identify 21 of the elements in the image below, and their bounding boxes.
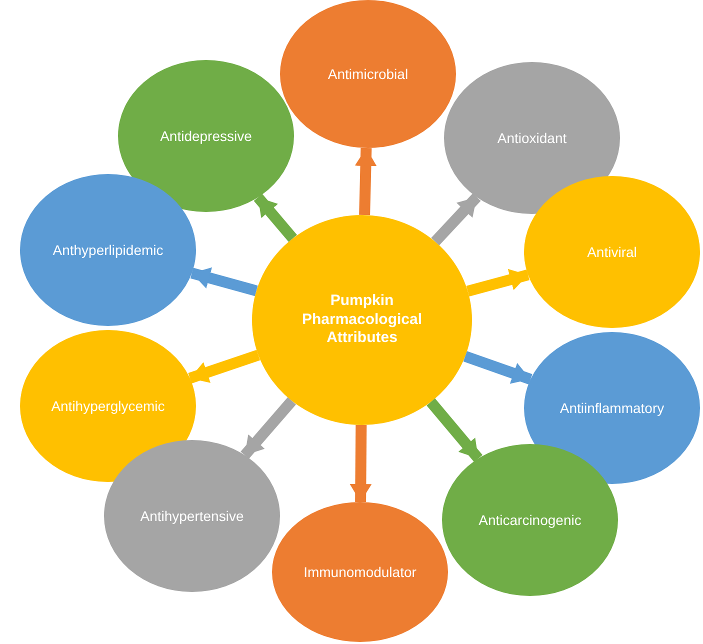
- block-arrow: [190, 267, 258, 296]
- attribute-label: Antidepressive: [160, 126, 252, 146]
- block-arrow: [188, 350, 260, 384]
- attribute-label: Antiinflammatory: [560, 398, 664, 418]
- block-arrow: [426, 398, 483, 462]
- attribute-label: Antihypertensive: [140, 506, 244, 526]
- block-arrow: [354, 148, 377, 216]
- attribute-label: Anthyperlipidemic: [52, 240, 164, 260]
- block-arrow: [240, 397, 296, 459]
- attribute-label: Anticarcinogenic: [478, 510, 582, 530]
- attribute-label: Antioxidant: [497, 128, 567, 148]
- attribute-label: Antiviral: [587, 242, 637, 262]
- block-arrow: [431, 193, 481, 246]
- block-arrow: [350, 424, 372, 502]
- block-arrow: [463, 351, 532, 384]
- attribute-label: Antihyperglycemic: [51, 396, 165, 416]
- block-arrow: [254, 194, 297, 242]
- block-arrow: [466, 268, 530, 297]
- center-title: Pumpkin Pharmacological Attributes: [300, 292, 424, 348]
- attribute-label: Immunomodulator: [304, 562, 416, 582]
- attribute-label: Antimicrobial: [328, 64, 408, 84]
